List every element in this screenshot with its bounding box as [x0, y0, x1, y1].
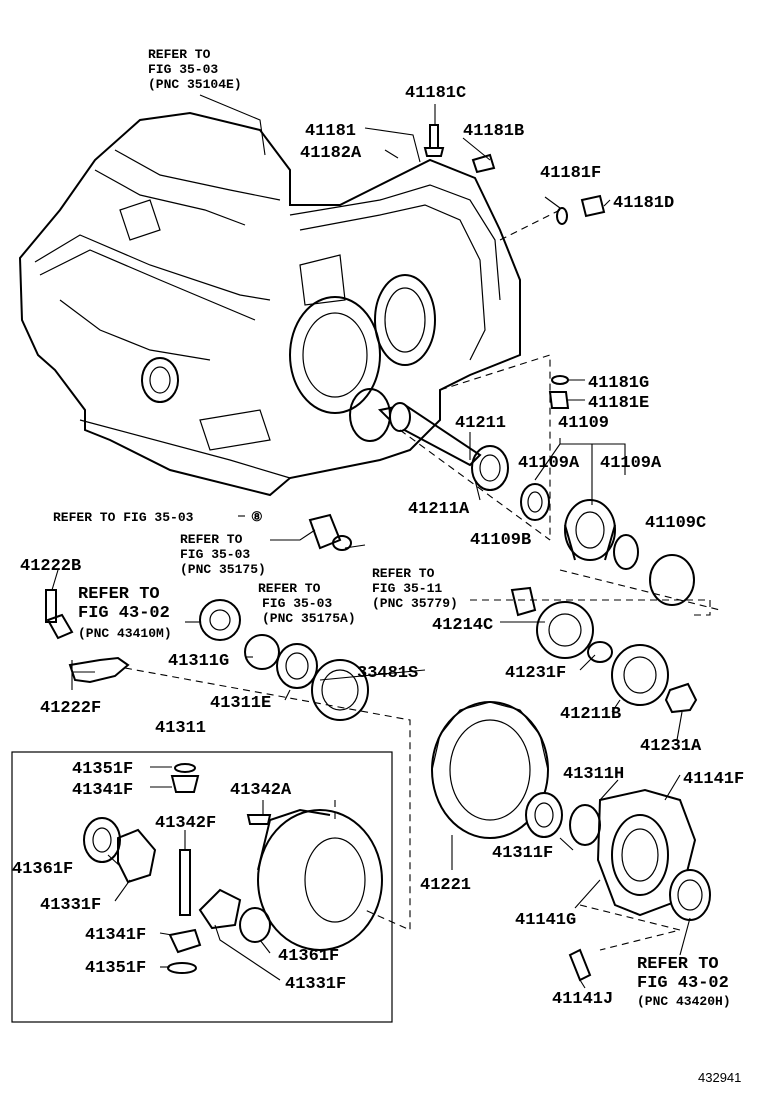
ref-note-43420h-line3: (PNC 43420H)	[637, 994, 731, 1009]
part-label-41351f-bottom: 41351F	[85, 959, 146, 978]
part-label-41311: 41311	[155, 719, 206, 738]
part-label-41361f-right: 41361F	[278, 947, 339, 966]
ref-note-43410m-line3: (PNC 43410M)	[78, 626, 172, 641]
ref-note-35175a-line2: FIG 35-03	[262, 596, 332, 611]
ref-note-35779-line1: REFER TO	[372, 566, 435, 581]
leader-lines	[51, 94, 691, 989]
part-label-41181e: 41181E	[588, 394, 649, 413]
part-label-41311h: 41311H	[563, 765, 624, 784]
diff-case-group-drawing	[11, 751, 393, 1023]
side-bearing-parts-drawing	[525, 788, 711, 982]
part-label-41211a: 41211A	[408, 500, 470, 519]
ref-note-35104e-line2: FIG 35-03	[148, 62, 218, 77]
part-label-41109: 41109	[558, 414, 609, 433]
ref-symbol-8: ⑧	[251, 510, 263, 525]
part-label-41331f-right: 41331F	[285, 975, 346, 994]
part-label-41331f-left: 41331F	[40, 896, 101, 915]
part-number-labels: 41181C 41181B 41181 41182A 41181F 41181D…	[12, 84, 744, 1009]
part-label-41311f: 41311F	[492, 844, 553, 863]
part-label-41311g: 41311G	[168, 652, 229, 671]
part-label-41211b: 41211B	[560, 705, 621, 724]
part-label-41342a: 41342A	[230, 781, 292, 800]
part-label-33481s: 33481S	[357, 664, 418, 683]
part-label-41222f: 41222F	[40, 699, 101, 718]
part-label-41181f: 41181F	[540, 164, 601, 183]
ref-note-35779-line3: (PNC 35779)	[372, 596, 458, 611]
part-label-41182a: 41182A	[300, 144, 362, 163]
ref-note-35779-line2: FIG 35-11	[372, 581, 442, 596]
ref-note-35175a-line1: REFER TO	[258, 581, 321, 596]
part-label-41221: 41221	[420, 876, 471, 895]
ref-note-43410m-line1: REFER TO	[78, 585, 160, 604]
part-label-41222b: 41222B	[20, 557, 81, 576]
part-label-41341f-bottom: 41341F	[85, 926, 146, 945]
part-label-41109b: 41109B	[470, 531, 531, 550]
part-label-41341f-top: 41341F	[72, 781, 133, 800]
part-label-41181d: 41181D	[613, 194, 674, 213]
reference-notes: REFER TO FIG 35-03 (PNC 35104E) REFER TO…	[53, 47, 731, 1009]
ref-note-43420h-line1: REFER TO	[637, 955, 719, 974]
part-label-41181g: 41181G	[588, 374, 649, 393]
bolts-drawing	[45, 589, 57, 623]
ref-note-35104e-line3: (PNC 35104E)	[148, 77, 242, 92]
part-label-41141f: 41141F	[683, 770, 744, 789]
ref-note-35-03-inline: REFER TO FIG 35-03	[53, 510, 194, 525]
part-label-41109a-right: 41109A	[600, 454, 662, 473]
part-label-41109a-left: 41109A	[518, 454, 580, 473]
ref-note-43410m-line2: FIG 43-02	[78, 604, 170, 623]
ref-note-43420h-line2: FIG 43-02	[637, 974, 729, 993]
ref-note-35175-line2: FIG 35-03	[180, 547, 250, 562]
figure-id: 432941	[698, 1070, 741, 1085]
ref-note-35104e-line1: REFER TO	[148, 47, 211, 62]
part-label-41141g: 41141G	[515, 911, 576, 930]
part-label-41361f-left: 41361F	[12, 860, 73, 879]
part-label-41231a: 41231A	[640, 737, 702, 756]
part-label-41351f-top: 41351F	[72, 760, 133, 779]
differential-parts-drawing	[46, 586, 698, 721]
shaft-41211-drawing	[377, 402, 509, 491]
part-label-41311e: 41311E	[210, 694, 271, 713]
part-label-41211: 41211	[455, 414, 506, 433]
part-label-41181b: 41181B	[463, 122, 524, 141]
part-label-41109c: 41109C	[645, 514, 706, 533]
ref-note-35175-line3: (PNC 35175)	[180, 562, 266, 577]
speedometer-gear-drawing	[308, 513, 352, 551]
part-label-41342f: 41342F	[155, 814, 216, 833]
dashed-alignment-lines	[124, 209, 721, 951]
part-label-41141j: 41141J	[552, 990, 613, 1009]
ref-note-35175a-line3: (PNC 35175A)	[262, 611, 356, 626]
ref-note-35175-line1: REFER TO	[180, 532, 243, 547]
part-label-41231f: 41231F	[505, 664, 566, 683]
part-label-41181c: 41181C	[405, 84, 466, 103]
transaxle-case-drawing	[18, 111, 521, 497]
bearing-41109-drawing	[520, 483, 695, 606]
ring-gear-41221-drawing	[431, 701, 549, 839]
part-label-41181: 41181	[305, 122, 356, 141]
part-label-41214c: 41214C	[432, 616, 493, 635]
